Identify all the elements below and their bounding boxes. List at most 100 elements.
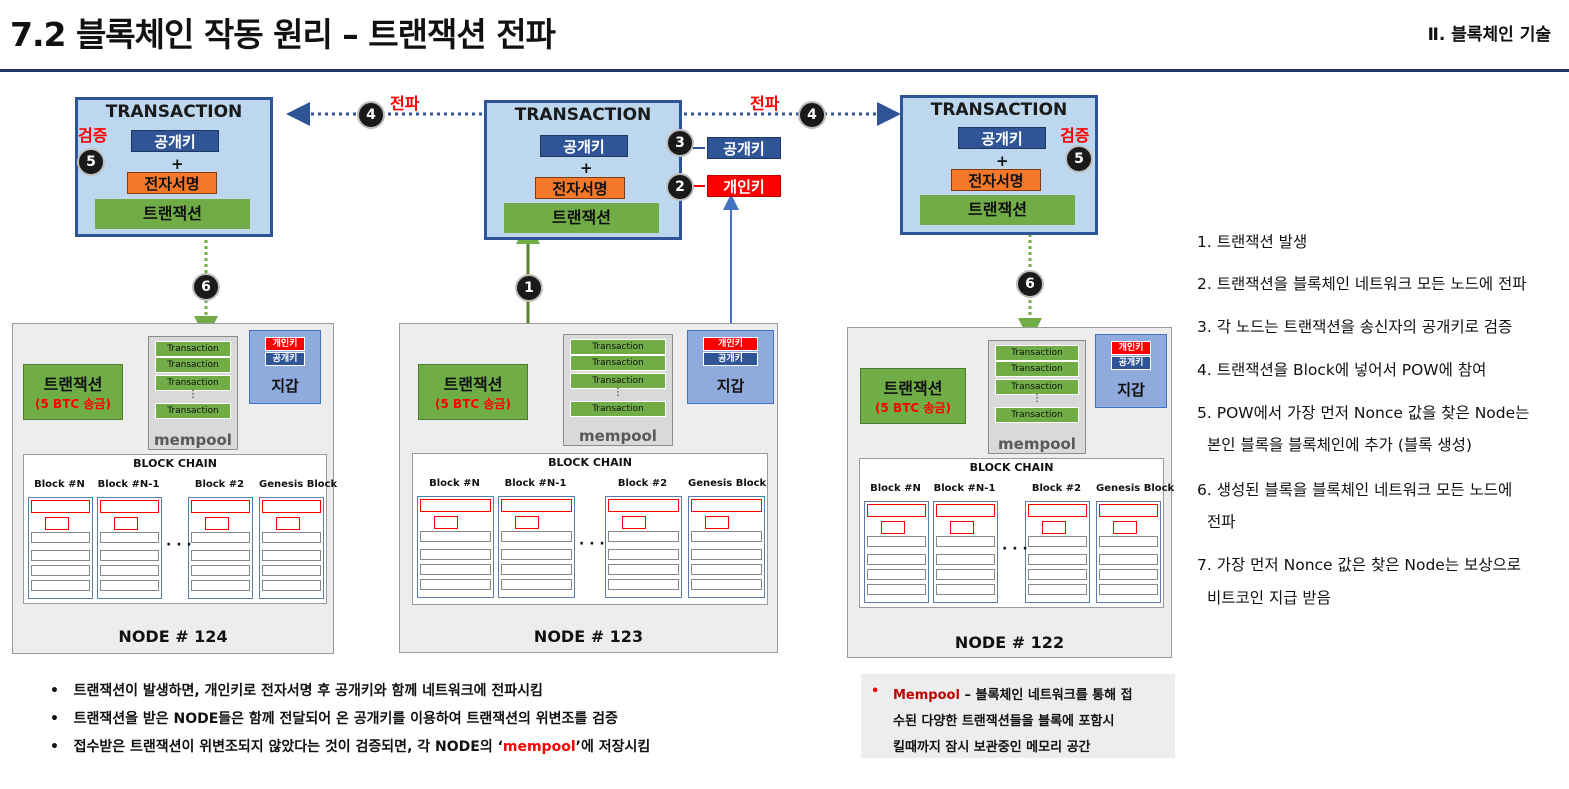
plus-sign: + — [996, 152, 1009, 170]
block-row — [420, 549, 491, 560]
step-item-2: 2. 트랜잭션을 블록체인 네트워크 모든 노드에 전파 — [1197, 275, 1527, 293]
block-label: Block #N — [34, 479, 85, 490]
bullet-text: 트랜잭션을 받은 NODE들은 함께 전달되어 온 공개키를 이용하여 트랜잭션… — [73, 711, 618, 727]
block-prev-hash — [205, 517, 229, 530]
bullet-mempool-term: mempool — [502, 739, 576, 755]
block-prev-hash — [1042, 521, 1066, 534]
wallet-tx-amount: (5 BTC 송금) — [35, 397, 111, 411]
block-header — [1099, 504, 1158, 517]
block-row — [191, 565, 250, 576]
step-item-6-cont: 전파 — [1207, 513, 1236, 531]
signature-box: 전자서명 — [951, 169, 1041, 191]
step-item-5: 5. POW에서 가장 먼저 Nonce 값을 찾은 Node는 — [1197, 404, 1530, 422]
page-title: 7.2 블록체인 작동 원리 – 트랜잭션 전파 — [10, 15, 556, 54]
bullet-text-end: ’에 저장시킴 — [575, 739, 651, 755]
block-label: Block #2 — [194, 479, 245, 490]
mempool-item: Transaction — [570, 373, 666, 389]
public-key-box: 공개키 — [131, 130, 219, 152]
bullet-item-3: • 접수받은 트랜잭션이 위변조되지 않았다는 것이 검증되면, 각 NODE의… — [50, 739, 651, 755]
block-label: Genesis Block — [688, 478, 767, 489]
block-row — [1099, 554, 1158, 565]
block-prev-hash — [950, 521, 974, 534]
wallet-tx-label: 트랜잭션 — [43, 375, 103, 394]
mempool-item: Transaction — [155, 357, 231, 373]
wallet-transaction-box: 트랜잭션 (5 BTC 송금) — [23, 364, 123, 420]
block-row — [191, 550, 250, 561]
block-header — [420, 499, 491, 512]
wallet-private-key: 개인키 — [1111, 341, 1151, 355]
block-label: Block #N-1 — [97, 479, 160, 490]
verify-label-left: 검증 — [78, 126, 108, 145]
block-row — [608, 564, 679, 575]
blockchain-title: BLOCK CHAIN — [969, 461, 1054, 474]
blockchain-box: BLOCK CHAIN Block #N Block #N-1 Block #2 Gen… — [859, 458, 1175, 608]
mempool-item: Transaction — [995, 345, 1079, 361]
block-header — [867, 504, 926, 517]
block — [864, 501, 929, 603]
block-row — [691, 564, 762, 575]
block-row — [1028, 554, 1087, 565]
wallet-tx-label: 트랜잭션 — [883, 379, 943, 398]
block-row — [608, 549, 679, 560]
block-label: Block #N — [870, 483, 921, 494]
wallet-tx-amount: (5 BTC 송금) — [875, 401, 951, 415]
mempool-item: Transaction — [995, 407, 1079, 423]
wallet-label: 지갑 — [716, 377, 745, 395]
blockchain-title: BLOCK CHAIN — [133, 457, 217, 470]
plus-sign: + — [171, 155, 184, 173]
wallet-public-key: 공개키 — [703, 352, 758, 366]
block-row — [1099, 536, 1158, 547]
public-key-input-box: 공개키 — [707, 137, 781, 159]
bullet-text: 접수받은 트랜잭션이 위변조되지 않았다는 것이 검증되면, 각 NODE의 ‘ — [73, 739, 503, 755]
block — [97, 497, 162, 599]
block-row — [501, 564, 572, 575]
mempool-item: Transaction — [570, 401, 666, 417]
block — [1096, 501, 1161, 603]
block-header — [31, 500, 90, 513]
block-label: Genesis Block — [1096, 483, 1175, 494]
step-5-circle-left: 5 — [77, 148, 105, 176]
mempool-label: mempool — [998, 435, 1076, 453]
block-row — [936, 584, 995, 595]
block-row — [691, 579, 762, 590]
block-row — [262, 532, 321, 543]
block-row — [262, 565, 321, 576]
block — [688, 496, 765, 598]
tx-box-title: TRANSACTION — [105, 102, 243, 122]
step-4-circle-right: 4 — [798, 101, 826, 129]
plus-sign: + — [580, 159, 593, 177]
block-row — [936, 554, 995, 565]
block-row — [936, 569, 995, 580]
block-row — [100, 565, 159, 576]
wallet-label: 지갑 — [1117, 381, 1145, 399]
chain-dots: · · · — [166, 537, 192, 553]
block-row — [867, 536, 926, 547]
block-row — [100, 550, 159, 561]
block-prev-hash — [705, 516, 729, 529]
block-label: Block #2 — [1031, 483, 1082, 494]
block-header — [501, 499, 572, 512]
block-label: Block #N-1 — [933, 483, 996, 494]
wallet-tx-amount: (5 BTC 송금) — [435, 397, 511, 411]
step-item-5-cont: 본인 블록을 블록체인에 추가 (블록 생성) — [1207, 436, 1472, 454]
transaction-box: 트랜잭션 — [504, 203, 659, 233]
chain-dots: · · · — [1002, 541, 1028, 557]
block-row — [1028, 536, 1087, 547]
block — [417, 496, 494, 598]
block-row — [867, 554, 926, 565]
block-row — [420, 579, 491, 590]
block — [933, 501, 998, 603]
block-row — [1099, 569, 1158, 580]
mempool-item: Transaction — [570, 339, 666, 355]
block-row — [31, 565, 90, 576]
block-label: Block #2 — [617, 478, 668, 489]
signature-box: 전자서명 — [127, 172, 217, 194]
block-prev-hash — [515, 516, 539, 529]
note-term: Mempool — [893, 688, 960, 703]
node-label: NODE # 124 — [118, 627, 228, 646]
